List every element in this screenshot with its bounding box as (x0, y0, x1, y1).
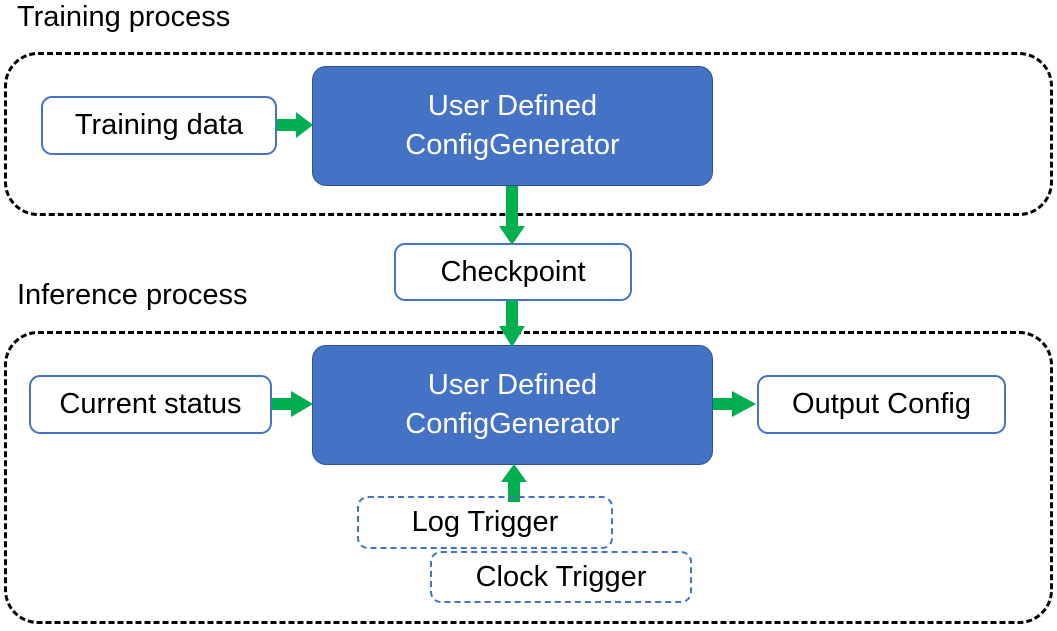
node-output-config-label: Output Config (792, 388, 971, 421)
node-training-data-label: Training data (74, 109, 244, 142)
node-infer-config-generator-line2: ConfigGenerator (405, 408, 620, 440)
node-train-config-generator[interactable]: User Defined ConfigGenerator (312, 66, 713, 186)
node-current-status-label: Current status (59, 388, 242, 421)
node-current-status[interactable]: Current status (29, 375, 272, 434)
inference-process-container (4, 331, 1053, 624)
node-infer-config-generator-line1: User Defined (427, 368, 598, 401)
node-infer-config-generator[interactable]: User Defined ConfigGenerator (312, 345, 713, 465)
training-process-title: Training process (17, 1, 231, 33)
node-training-data[interactable]: Training data (41, 96, 277, 155)
node-output-config[interactable]: Output Config (757, 375, 1006, 434)
inference-process-title: Inference process (17, 279, 248, 311)
node-checkpoint[interactable]: Checkpoint (394, 243, 632, 301)
node-log-trigger[interactable]: Log Trigger (357, 496, 613, 549)
node-clock-trigger[interactable]: Clock Trigger (430, 551, 692, 603)
node-log-trigger-label: Log Trigger (411, 506, 559, 539)
node-checkpoint-label: Checkpoint (440, 255, 586, 288)
training-process-container (4, 52, 1053, 216)
node-train-config-generator-line2: ConfigGenerator (405, 129, 620, 161)
node-train-config-generator-line1: User Defined (427, 89, 598, 122)
node-clock-trigger-label: Clock Trigger (475, 560, 647, 593)
